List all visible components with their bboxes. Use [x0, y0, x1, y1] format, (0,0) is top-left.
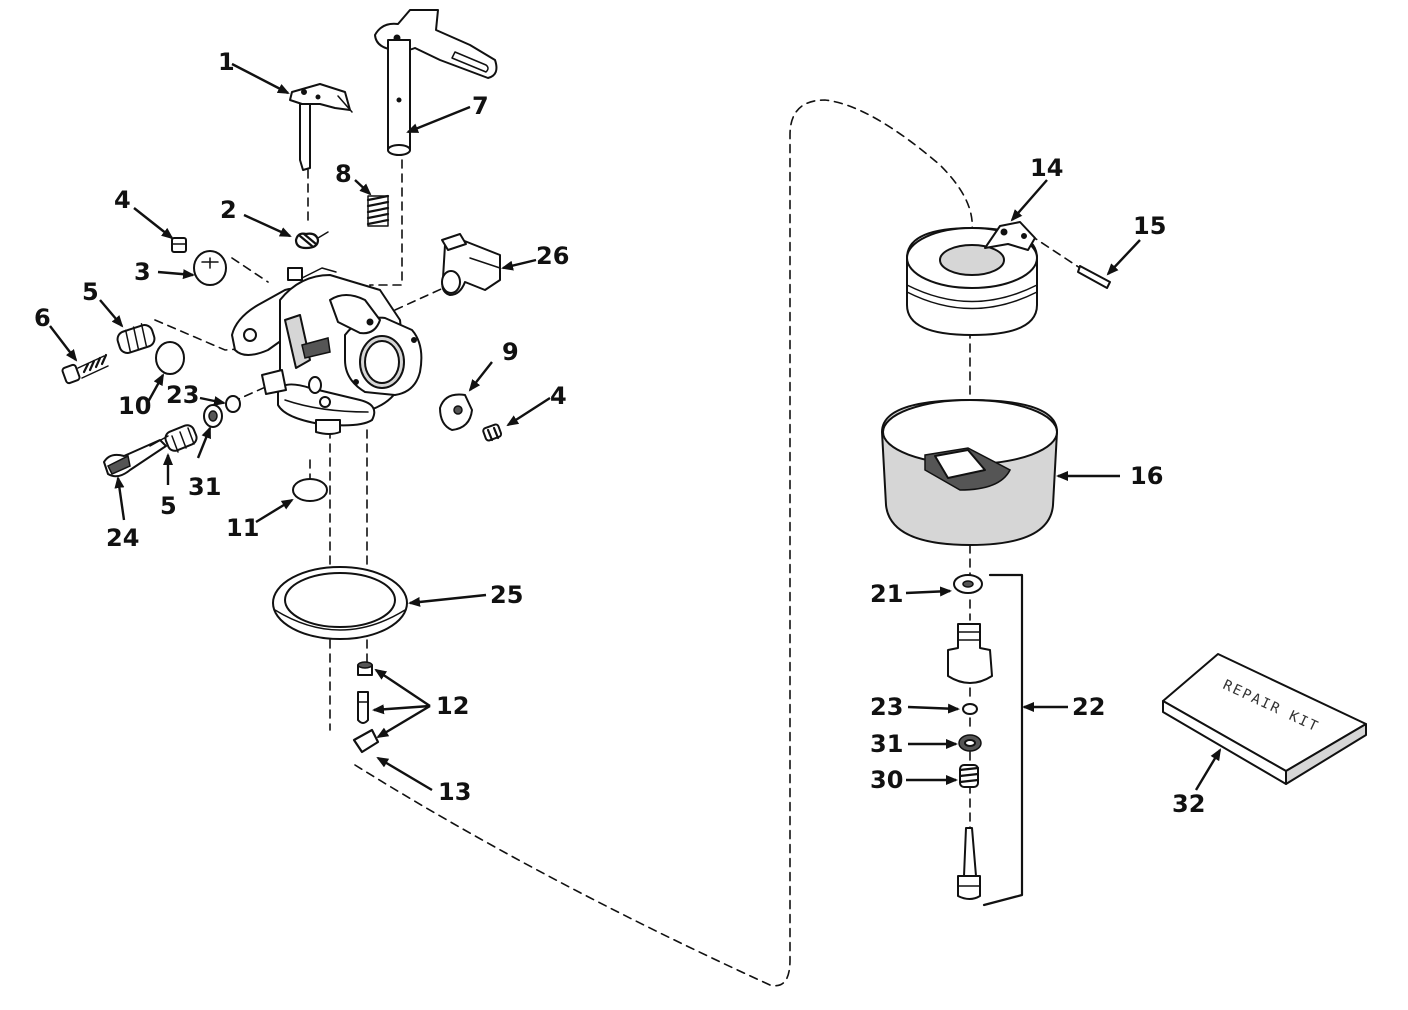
part-25-gasket: [272, 566, 408, 640]
part-8-spring: [366, 194, 390, 227]
callout-31-right: 31: [870, 730, 903, 758]
part-31-washer-left: [203, 404, 223, 428]
callout-15: 15: [1133, 212, 1166, 240]
part-4-screw-top: [171, 237, 187, 253]
part-2-spring-clip: [294, 231, 329, 250]
callout-6: 6: [34, 304, 51, 332]
callout-22: 22: [1072, 693, 1105, 721]
part-16-float-bowl: [881, 399, 1058, 546]
part-12-needle-valve: [352, 661, 380, 754]
callout-13: 13: [438, 778, 471, 806]
callout-labels: 1 7 8 2 4 3 5 6 10 23 31 5 24 11 26 9 4 …: [34, 48, 1205, 818]
part-11-disc: [292, 478, 328, 502]
part-23-washer-left: [225, 395, 241, 413]
part-24-needle: [103, 435, 169, 478]
callout-7: 7: [472, 92, 489, 120]
part-14-float: [906, 221, 1038, 336]
part-22-jet-body: [947, 623, 993, 684]
part-9-plate: [439, 393, 473, 431]
part-32-repair-kit: [1162, 653, 1367, 785]
callout-9: 9: [502, 338, 519, 366]
callout-14: 14: [1030, 154, 1063, 182]
callout-arrows: [49, 62, 1222, 792]
part-6-screw: [61, 353, 109, 385]
callout-5: 5: [82, 278, 99, 306]
callout-11: 11: [226, 514, 259, 542]
callout-3: 3: [134, 258, 151, 286]
part-31-washer-right: [958, 734, 982, 752]
part-15-pin: [1077, 265, 1111, 289]
callout-23-right: 23: [870, 693, 903, 721]
callout-4-right: 4: [550, 382, 567, 410]
part-22-needle: [957, 827, 981, 900]
part-23-washer-right: [962, 703, 978, 715]
part-3-choke-plate: [193, 250, 227, 286]
callout-21: 21: [870, 580, 903, 608]
callout-25: 25: [490, 581, 523, 609]
part-7-shaft: [374, 9, 498, 156]
callout-4: 4: [114, 186, 131, 214]
callout-24: 24: [106, 524, 139, 552]
carburetor-body: [231, 267, 423, 435]
callout-2: 2: [220, 196, 237, 224]
part-5-spring-bottom: [164, 424, 198, 453]
part-5-spring-top: [116, 323, 156, 354]
callout-5-lower: 5: [160, 492, 177, 520]
callout-10: 10: [118, 392, 151, 420]
callout-26: 26: [536, 242, 569, 270]
callout-8: 8: [335, 160, 352, 188]
callout-16: 16: [1130, 462, 1163, 490]
callout-30: 30: [870, 766, 903, 794]
callout-1: 1: [218, 48, 235, 76]
callout-32: 32: [1172, 790, 1205, 818]
part-22-bracket: [982, 573, 1024, 907]
callout-31-left: 31: [188, 473, 221, 501]
part-10-o-ring: [155, 341, 185, 375]
part-30-spring: [958, 764, 980, 788]
callout-23-left: 23: [166, 381, 199, 409]
part-26-fitting: [441, 233, 501, 296]
part-21-washer: [953, 574, 983, 594]
callout-12: 12: [436, 692, 469, 720]
part-4-screw-right: [482, 423, 503, 442]
part-1-lever: [289, 83, 353, 171]
